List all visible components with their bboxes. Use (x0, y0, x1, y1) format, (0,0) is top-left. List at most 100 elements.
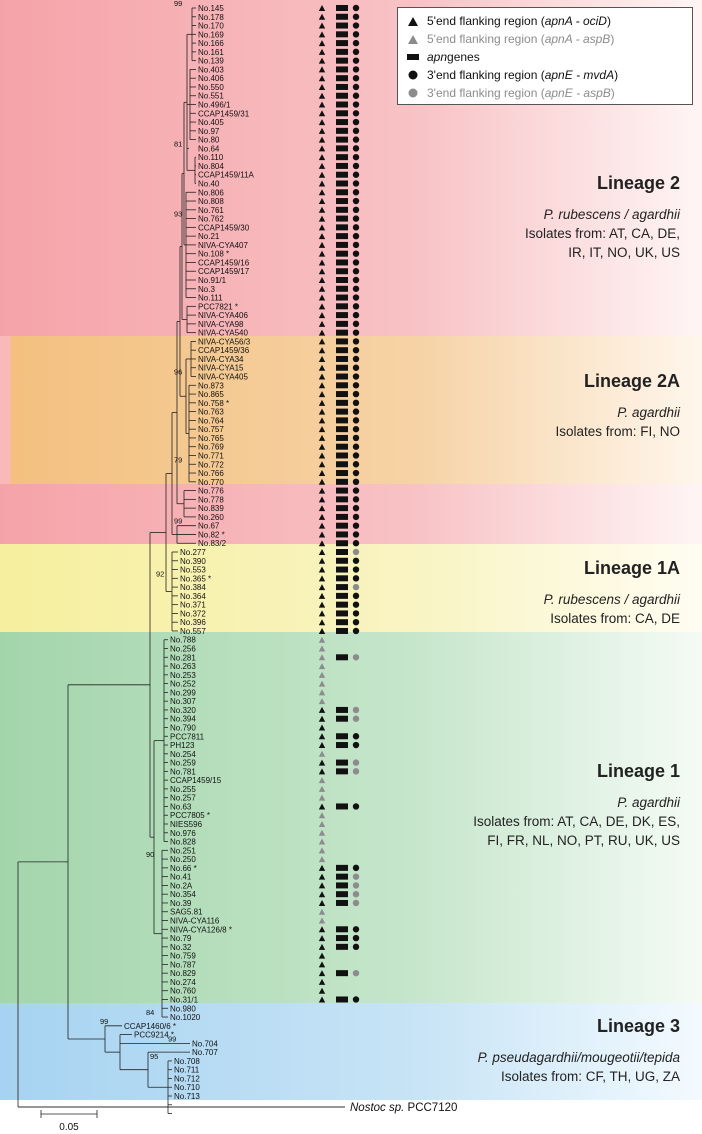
taxon-label: CCAP1459/30 (198, 223, 250, 232)
triangle-grey-marker (318, 750, 326, 757)
apn-gene-marker (336, 540, 348, 547)
legend-text: genes (447, 50, 480, 64)
circle-black-marker (352, 215, 360, 222)
circle-black-marker (352, 934, 360, 942)
apn-gene-marker (336, 233, 348, 240)
triangle-black-marker (318, 66, 326, 73)
triangle-black-marker (318, 592, 326, 599)
taxon-label: PCC9214 * (134, 1031, 174, 1040)
circle-black-marker (352, 443, 360, 450)
circle-black-marker (352, 575, 360, 582)
circle-black-marker (352, 180, 360, 187)
apn-gene-marker (336, 101, 348, 108)
triangle-black-marker (318, 759, 326, 766)
lineage-isolates: Isolates from: CF, TH, UG, ZA (500, 1069, 680, 1084)
circle-black-marker (352, 39, 360, 47)
taxon-label: No.166 (198, 39, 224, 48)
apn-gene-marker (336, 294, 348, 301)
taxon-label: No.110 (198, 153, 224, 162)
marker-columns (318, 4, 360, 1003)
taxon-label: No.108 * (198, 250, 229, 259)
taxon-label: No.371 (180, 601, 206, 610)
taxon-label: No.710 (174, 1083, 200, 1092)
taxon-label: No.252 (170, 680, 196, 689)
triangle-black-marker (318, 22, 326, 29)
apn-gene-marker (336, 171, 348, 178)
apn-gene-marker (336, 601, 348, 608)
triangle-black-marker (318, 391, 326, 398)
triangle-black-marker (318, 171, 326, 178)
taxon-label: No.66 * (170, 864, 197, 873)
circle-black-marker (352, 610, 360, 617)
triangle-black-marker (318, 575, 326, 582)
taxon-label: No.257 (170, 794, 196, 803)
apn-gene-marker (336, 189, 348, 196)
apn-gene-marker (336, 75, 348, 82)
triangle-black-marker (318, 303, 326, 310)
taxon-label: CCAP1459/11A (198, 171, 255, 180)
triangle-grey-icon (408, 35, 418, 44)
taxon-label: CCAP1459/15 (170, 776, 222, 785)
apn-gene-marker (336, 399, 348, 406)
taxon-label: NIVA-CYA34 (198, 355, 244, 364)
apn-gene-marker (336, 610, 348, 617)
taxon-label: No.365 * (180, 574, 211, 583)
apn-gene-marker (336, 733, 348, 740)
circle-black-marker (352, 434, 360, 442)
taxon-label: No.980 (170, 1004, 196, 1013)
legend-gene: apn (427, 50, 448, 64)
lineage-isolates: Isolates from: CA, DE (550, 611, 680, 626)
circle-black-marker (352, 346, 360, 354)
taxon-label: CCAP1459/31 (198, 109, 250, 118)
apn-gene-marker (336, 206, 348, 213)
circle-black-marker (352, 303, 360, 310)
scale-bar (40, 1110, 98, 1118)
apn-gene-marker (336, 864, 348, 871)
taxon-label: No.553 (180, 566, 206, 575)
taxon-label: No.776 (198, 487, 224, 496)
apn-gene-marker (336, 92, 348, 99)
triangle-grey-marker (318, 645, 326, 652)
lineage-species: P. pseudagardhii/mougeotii/tepida (477, 1050, 680, 1065)
bootstrap-value: 99 (174, 517, 182, 526)
taxon-label: No.372 (180, 609, 206, 618)
circle-black-marker (352, 276, 360, 284)
apn-gene-marker (336, 461, 348, 468)
triangle-black-marker (318, 294, 326, 301)
apn-gene-marker (336, 417, 348, 424)
apn-gene-marker (336, 478, 348, 485)
lineage-species: P. agardhii (617, 405, 680, 420)
apn-gene-marker (336, 83, 348, 90)
apn-gene-marker (336, 584, 348, 591)
taxon-label: No.757 (198, 425, 224, 434)
taxon-label: No.82 * (198, 530, 225, 539)
bootstrap-value: 93 (174, 210, 182, 219)
circle-black-marker (352, 382, 360, 389)
taxon-label: No.790 (170, 723, 196, 732)
circle-black-marker (352, 136, 360, 143)
triangle-black-marker (318, 557, 326, 564)
triangle-black-marker (318, 768, 326, 775)
taxon-label: No.551 (198, 92, 224, 101)
apn-gene-marker (336, 619, 348, 626)
triangle-black-marker (318, 882, 326, 889)
circle-black-marker (352, 504, 360, 512)
circle-black-marker (352, 197, 360, 205)
triangle-grey-marker (318, 812, 326, 819)
triangle-grey-marker (318, 821, 326, 827)
apn-gene-marker (336, 470, 348, 477)
triangle-black-marker (318, 619, 326, 626)
apn-gene-marker (336, 759, 348, 766)
circle-grey-marker (352, 759, 360, 766)
triangle-black-marker (318, 584, 326, 591)
taxon-label: PH123 (170, 741, 195, 750)
triangle-black-marker (318, 803, 326, 810)
lineage-isolates: Isolates from: AT, CA, DE, DK, ES, FI, F… (473, 814, 680, 848)
circle-black-marker (352, 338, 360, 345)
apn-gene-marker (336, 505, 348, 512)
legend-rows: 5'end flanking region (apnA - ociD)5'end… (406, 12, 692, 102)
triangle-black-marker (318, 873, 326, 880)
circle-black-marker (352, 22, 360, 29)
apn-gene-marker (336, 496, 348, 503)
taxon-label: No.277 (180, 548, 206, 557)
